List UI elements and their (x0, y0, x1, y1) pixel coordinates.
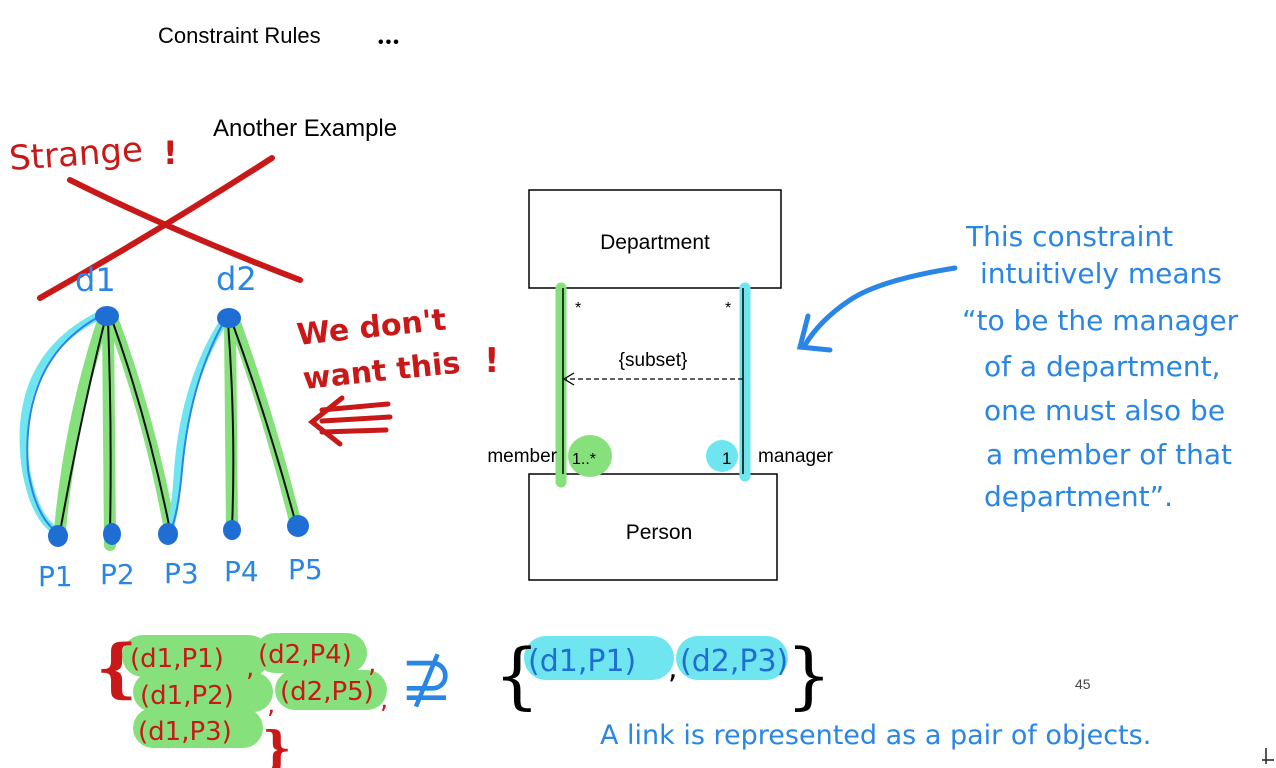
slide-title: Constraint Rules (158, 23, 321, 48)
object-label-d1: d1 (75, 261, 116, 299)
member-set: (d1,P1) , (d2,P4) , (d1,P2) , (d2,P5) , … (130, 640, 388, 747)
manager-top-multiplicity: * (725, 300, 731, 317)
person-class-name: Person (626, 521, 693, 544)
red-arrow (307, 395, 393, 447)
we-dont-want-exclamation: ! (484, 341, 500, 381)
member-top-multiplicity: * (575, 300, 581, 317)
person-objects (48, 515, 309, 547)
pair-separator: , (668, 651, 678, 686)
department-objects (95, 306, 241, 328)
we-dont-want-line2: want this (301, 346, 462, 397)
manager-multiplicity-highlight (706, 440, 738, 472)
manager-pair: (d2,P3) (680, 644, 788, 679)
manager-set-close-brace: } (786, 633, 832, 717)
explanation-line: a member of that (986, 438, 1232, 471)
member-set-open-brace: { (96, 631, 137, 706)
member-role-label: member (487, 446, 557, 467)
uml-class-diagram: Department Person * * {subset} member 1.… (487, 189, 834, 581)
member-bottom-multiplicity: 1..* (572, 451, 596, 468)
manager-set: (d1,P1) , (d2,P3) (528, 644, 788, 686)
member-pair: (d1,P3) (138, 717, 232, 747)
subset-constraint-label: {subset} (619, 350, 688, 371)
member-pair: (d2,P5) (280, 677, 374, 707)
object-label-p1: P1 (38, 560, 73, 593)
strange-exclamation: ! (163, 134, 178, 172)
title-ellipsis: ••• (378, 34, 401, 51)
object-label-p4: P4 (224, 555, 259, 588)
red-cross-mark (37, 155, 303, 301)
member-pair: (d1,P1) (130, 644, 224, 674)
department-class-box (528, 189, 782, 289)
member-set-highlights (122, 633, 387, 748)
explanation-line: “to be the manager (962, 304, 1239, 337)
manager-pair: (d1,P1) (528, 644, 636, 679)
member-multiplicity-highlight (568, 435, 612, 477)
page-number: 45 (1075, 676, 1091, 692)
explanation-line: department”. (984, 480, 1173, 513)
person-class-box (528, 473, 778, 581)
subset-arrow-head (562, 372, 575, 386)
object-label-d2: d2 (216, 260, 257, 298)
not-superset-symbol: ⊉ (400, 642, 454, 716)
link-definition-note: A link is represented as a pair of objec… (600, 720, 1151, 751)
example-heading: Another Example (213, 115, 397, 142)
pair-separator: , (368, 649, 376, 679)
explanation-line: This constraint (965, 220, 1173, 253)
pair-separator: , (246, 653, 254, 683)
member-set-close-brace: } (262, 721, 292, 768)
explanation-line: of a department, (984, 350, 1221, 383)
blue-pointer-arrow (796, 265, 958, 353)
constraint-explanation: This constraint intuitively means “to be… (962, 220, 1239, 513)
object-label-p5: P5 (288, 553, 323, 586)
manager-set-open-brace: { (494, 633, 540, 717)
department-class-name: Department (600, 231, 710, 254)
object-label-p2: P2 (100, 558, 135, 591)
explanation-line: one must also be (984, 394, 1225, 427)
member-pair: (d1,P2) (140, 681, 234, 711)
explanation-line: intuitively means (980, 257, 1222, 290)
pair-separator: , (267, 690, 275, 720)
corner-mark (1262, 748, 1274, 764)
object-links (26, 315, 297, 535)
member-pair: (d2,P4) (258, 640, 352, 670)
pair-separator: , (380, 685, 388, 715)
strange-annotation: Strange (8, 130, 144, 179)
manager-role-label: manager (758, 446, 834, 467)
we-dont-want-line1: We don't (295, 302, 448, 352)
manager-bottom-multiplicity: 1 (722, 449, 731, 468)
manager-set-highlights (524, 636, 788, 680)
object-label-p3: P3 (164, 557, 199, 590)
